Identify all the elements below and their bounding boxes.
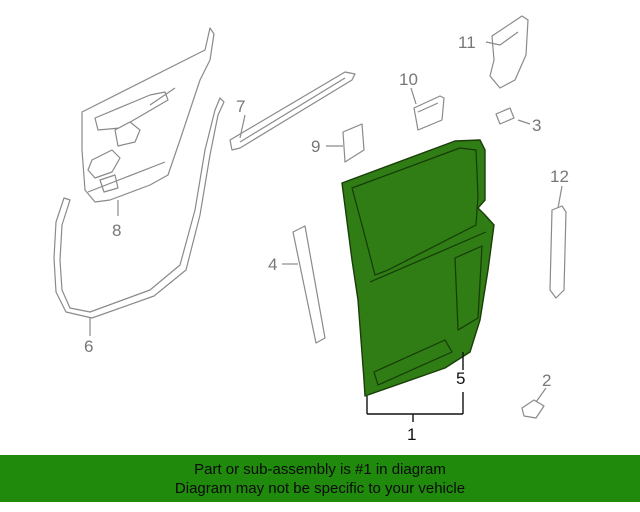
banner-line-2: Diagram may not be specific to your vehi… <box>174 479 466 497</box>
part-2-plug[interactable] <box>521 399 545 419</box>
callout-4: 4 <box>268 255 277 274</box>
info-banner: Part or sub-assembly is #1 in diagram Di… <box>0 455 640 502</box>
part-10-bracket[interactable] <box>413 95 445 131</box>
part-4-pillar-trim[interactable] <box>292 225 326 344</box>
leader-lines <box>89 41 563 422</box>
callout-1: 1 <box>407 425 416 444</box>
callout-6: 6 <box>84 337 93 356</box>
part-11-cover[interactable] <box>489 15 529 89</box>
callout-2: 2 <box>542 371 551 390</box>
callout-8: 8 <box>112 221 121 240</box>
part-7-belt-moulding[interactable] <box>229 71 356 151</box>
part-3-clip[interactable] <box>495 107 515 125</box>
part-9-pad[interactable] <box>342 123 365 163</box>
callout-7: 7 <box>236 97 245 116</box>
parts-diagram: 11 10 3 7 9 12 4 8 6 2 5 1 <box>53 15 569 444</box>
callout-12: 12 <box>550 167 569 186</box>
callout-5: 5 <box>456 369 465 388</box>
callout-10: 10 <box>399 70 418 89</box>
part-8-door-trim-panel[interactable] <box>81 27 215 203</box>
banner-line-1: Part or sub-assembly is #1 in diagram <box>194 460 446 478</box>
part-1-door-shell[interactable] <box>341 139 495 397</box>
callout-9: 9 <box>311 137 320 156</box>
part-12-garnish[interactable] <box>549 205 567 299</box>
callout-3: 3 <box>532 116 541 135</box>
callout-11: 11 <box>458 33 476 52</box>
part-6-weatherstrip[interactable] <box>53 97 225 319</box>
